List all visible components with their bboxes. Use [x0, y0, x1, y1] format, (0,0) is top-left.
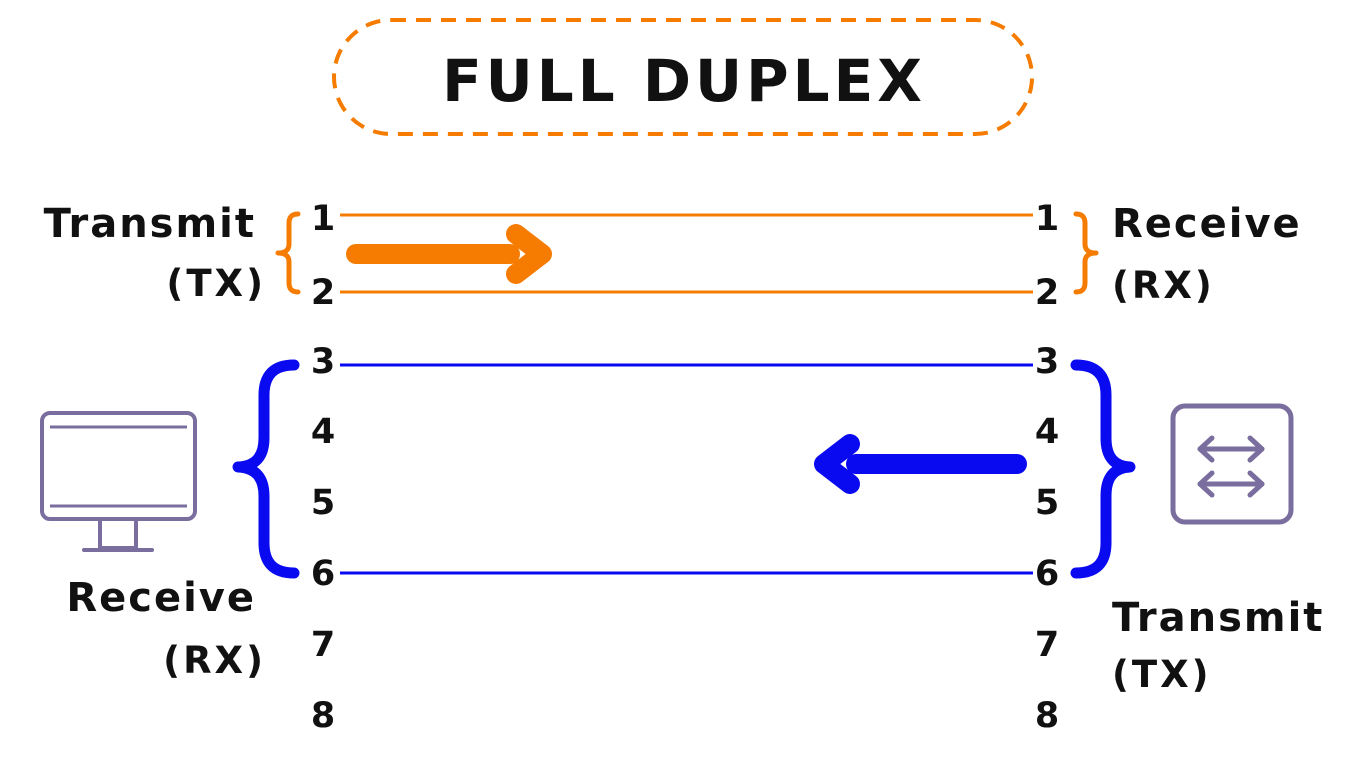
left-pin-3: 3 — [311, 342, 335, 382]
left-pin-7: 7 — [311, 625, 335, 665]
right-receive-sub: (RX) — [1112, 264, 1215, 307]
network-switch-icon — [1170, 403, 1294, 525]
left-pin-6: 6 — [311, 554, 335, 594]
right-pin-1: 1 — [1035, 199, 1059, 239]
computer-monitor-icon — [40, 411, 197, 552]
right-pin-4: 4 — [1035, 412, 1059, 452]
transmit-arrow-right — [346, 224, 552, 284]
right-transmit-sub: (TX) — [1112, 653, 1212, 696]
left-pin-5: 5 — [311, 483, 335, 523]
right-pin-7: 7 — [1035, 625, 1059, 665]
right-pin-6: 6 — [1035, 554, 1059, 594]
right-receive-label: Receive — [1112, 201, 1302, 247]
right-pin-2: 2 — [1035, 273, 1059, 313]
left-pin-2: 2 — [311, 273, 335, 313]
left-receive-sub: (RX) — [163, 639, 266, 682]
right-pin-5: 5 — [1035, 483, 1059, 523]
left-transmit-label: Transmit — [44, 201, 256, 247]
receive-arrow-left — [814, 434, 1027, 494]
right-brace-tx — [1070, 359, 1136, 579]
right-brace-rx — [1073, 211, 1099, 295]
right-transmit-label: Transmit — [1112, 595, 1324, 641]
right-pin-3: 3 — [1035, 342, 1059, 382]
left-transmit-sub: (TX) — [166, 262, 266, 305]
left-receive-label: Receive — [66, 575, 256, 621]
left-pin-8: 8 — [311, 696, 335, 736]
left-pin-4: 4 — [311, 412, 335, 452]
left-brace-tx — [275, 211, 301, 295]
left-brace-rx — [232, 359, 300, 579]
title-box — [332, 18, 1034, 136]
right-pin-8: 8 — [1035, 696, 1059, 736]
left-pin-1: 1 — [311, 199, 335, 239]
page-title: FULL DUPLEX — [442, 47, 926, 115]
